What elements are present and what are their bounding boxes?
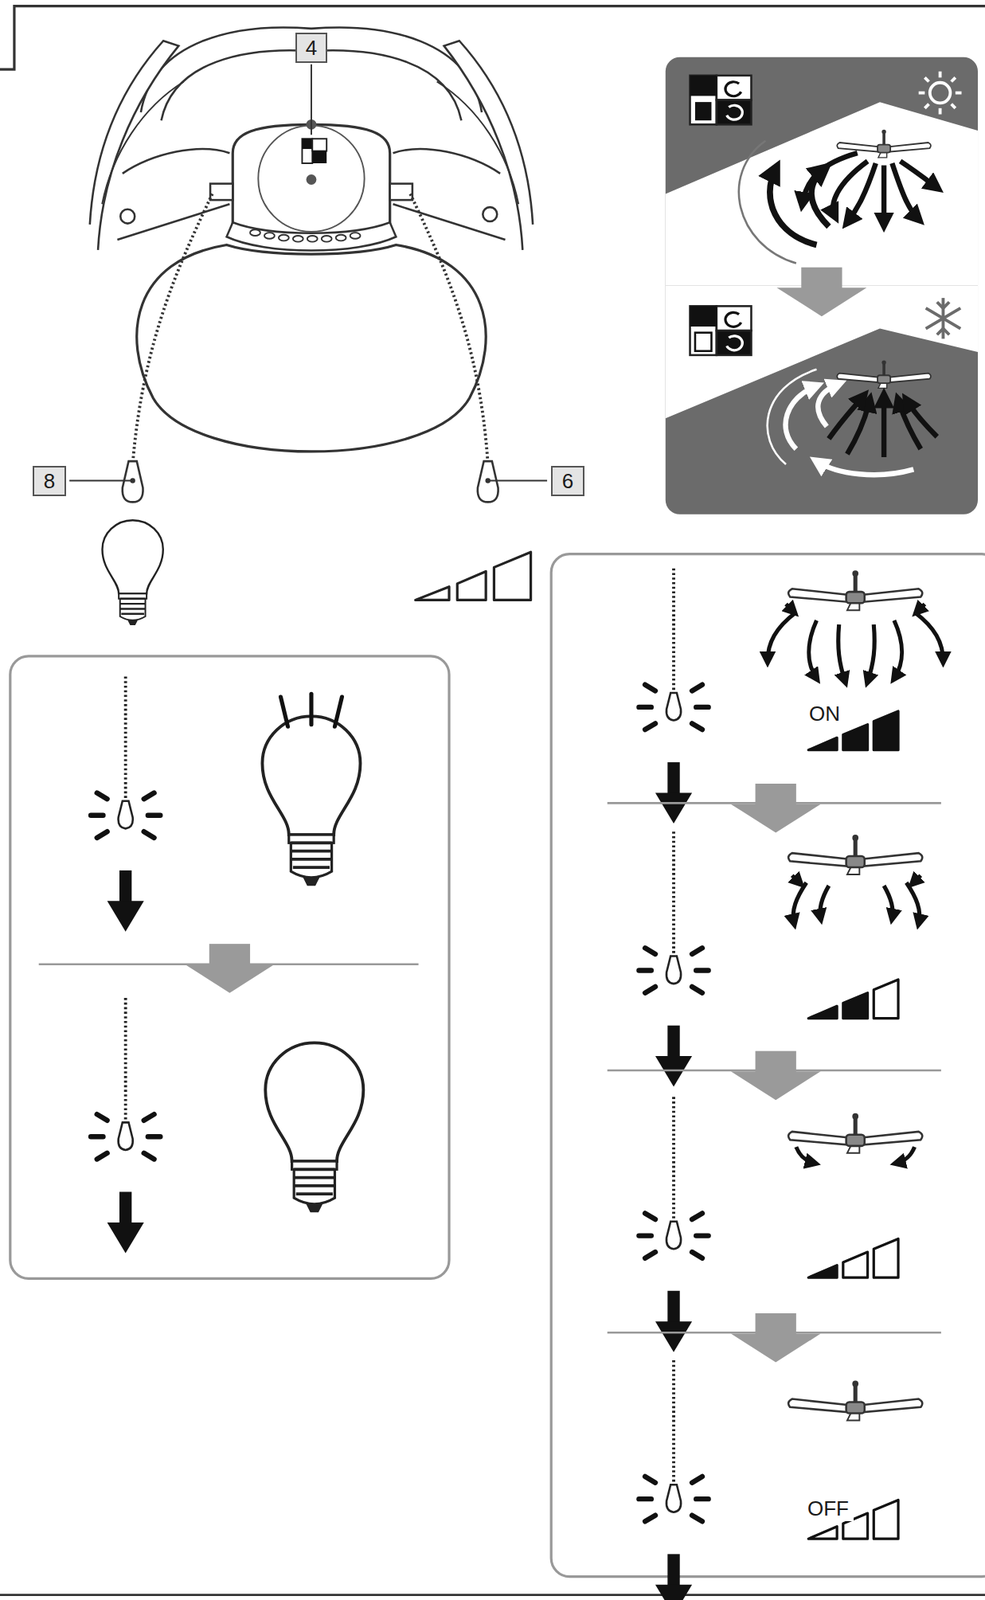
speed-label: OFF — [802, 1495, 854, 1521]
callout-number: 4 — [295, 32, 328, 63]
speed-label: ON — [804, 700, 845, 727]
callout-number: 6 — [551, 465, 585, 497]
callout-number: 8 — [32, 465, 67, 497]
